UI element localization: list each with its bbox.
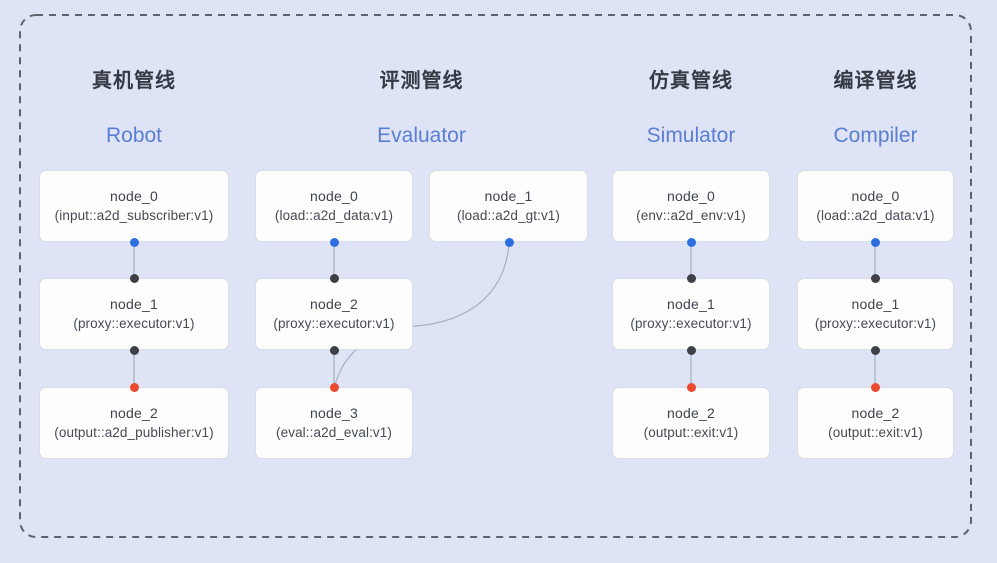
node-box-evaluator-node1: node_1 (load::a2d_gt:v1) <box>429 170 588 242</box>
node-box-evaluator-node2: node_2 (proxy::executor:v1) <box>255 278 413 350</box>
node-box-robot-node1: node_1 (proxy::executor:v1) <box>39 278 229 350</box>
node-type: (proxy::executor:v1) <box>630 316 752 331</box>
port-dot-robot-n0-output <box>129 237 139 247</box>
node-type: (output::exit:v1) <box>643 425 739 440</box>
pipeline-title-simulator-en: Simulator <box>646 124 736 147</box>
port-dot-evaluator-n2-input <box>329 273 339 283</box>
pipeline-title-evaluator-zh: 评测管线 <box>379 70 464 92</box>
node-box-compiler-node1: node_1 (proxy::executor:v1) <box>797 278 954 350</box>
node-box-compiler-node0: node_0 (load::a2d_data:v1) <box>797 170 954 242</box>
node-name: node_2 <box>110 405 158 421</box>
node-type: (load::a2d_data:v1) <box>274 208 394 223</box>
port-dot-simulator-n0-output <box>686 237 696 247</box>
node-box-simulator-node1: node_1 (proxy::executor:v1) <box>612 278 770 350</box>
node-type: (proxy::executor:v1) <box>73 316 195 331</box>
node-type: (output::exit:v1) <box>828 425 923 440</box>
node-box-simulator-node0: node_0 (env::a2d_env:v1) <box>612 170 770 242</box>
node-box-robot-node0: node_0 (input::a2d_subscriber:v1) <box>39 170 229 242</box>
pipeline-title-simulator-zh: 仿真管线 <box>649 70 733 92</box>
pipeline-title-robot-zh: 真机管线 <box>92 70 176 92</box>
node-name: node_1 <box>110 296 158 312</box>
pipeline-title-compiler-zh: 编译管线 <box>833 70 918 92</box>
node-name: node_0 <box>851 188 900 204</box>
port-dot-compiler-n0-output <box>870 237 880 247</box>
node-box-simulator-node2: node_2 (output::exit:v1) <box>612 387 770 459</box>
port-dot-evaluator-n3-input <box>329 382 339 392</box>
node-type: (proxy::executor:v1) <box>273 316 395 331</box>
port-dot-compiler-n1-input <box>870 273 880 283</box>
node-name: node_2 <box>667 405 715 421</box>
node-box-evaluator-node0: node_0 (load::a2d_data:v1) <box>255 170 413 242</box>
port-dot-simulator-n1-input <box>686 273 696 283</box>
node-type: (load::a2d_data:v1) <box>816 208 935 223</box>
node-name: node_1 <box>667 296 715 312</box>
port-dot-evaluator-n2-output <box>329 345 339 355</box>
pipeline-title-robot-en: Robot <box>105 124 163 147</box>
port-dot-compiler-n1-output <box>870 345 880 355</box>
node-type: (load::a2d_gt:v1) <box>456 208 561 223</box>
node-type: (env::a2d_env:v1) <box>636 208 746 223</box>
node-name: node_2 <box>310 296 358 312</box>
port-dot-robot-n1-input <box>129 273 139 283</box>
port-dot-robot-n1-output <box>129 345 139 355</box>
port-dot-compiler-n2-input <box>870 382 880 392</box>
node-name: node_0 <box>310 188 358 204</box>
node-name: node_1 <box>851 296 900 312</box>
dashed-frame <box>19 14 972 538</box>
node-box-evaluator-node3: node_3 (eval::a2d_eval:v1) <box>255 387 413 459</box>
port-dot-robot-n2-input <box>129 382 139 392</box>
node-box-robot-node2: node_2 (output::a2d_publisher:v1) <box>39 387 229 459</box>
pipeline-title-evaluator-en: Evaluator <box>377 124 466 147</box>
node-name: node_1 <box>484 188 533 204</box>
node-name: node_3 <box>310 405 358 421</box>
node-type: (proxy::executor:v1) <box>814 316 937 331</box>
pipeline-title-compiler-en: Compiler <box>833 124 918 147</box>
node-name: node_0 <box>667 188 715 204</box>
node-type: (output::a2d_publisher:v1) <box>54 425 214 440</box>
port-dot-simulator-n1-output <box>686 345 696 355</box>
port-dot-evaluator-n0-output <box>329 237 339 247</box>
port-dot-simulator-n2-input <box>686 382 696 392</box>
node-box-compiler-node2: node_2 (output::exit:v1) <box>797 387 954 459</box>
node-name: node_2 <box>851 405 900 421</box>
node-name: node_0 <box>110 188 158 204</box>
port-dot-evaluator-n1-output <box>504 237 514 247</box>
node-type: (eval::a2d_eval:v1) <box>276 425 392 440</box>
node-type: (input::a2d_subscriber:v1) <box>54 208 214 223</box>
edge-evaluator-n1-n3-curve <box>334 242 510 386</box>
